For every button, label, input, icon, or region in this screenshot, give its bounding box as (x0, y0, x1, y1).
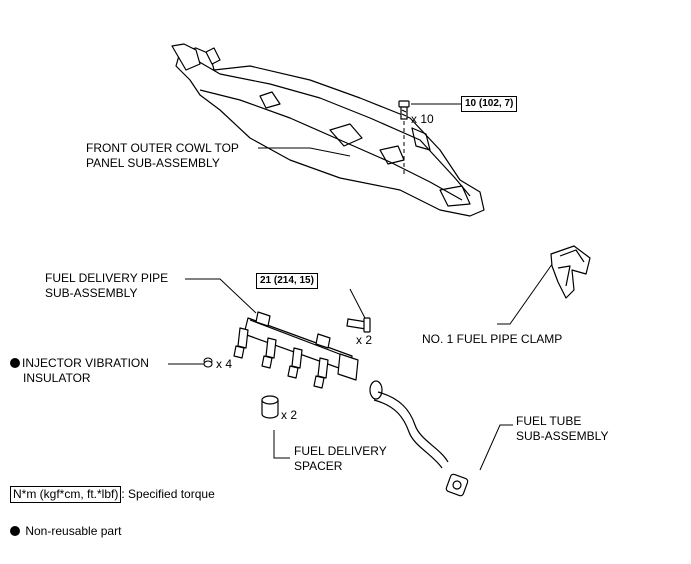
cowl-bolt-drawing (398, 100, 410, 120)
cowl-panel-label-line1: FRONT OUTER COWL TOP (86, 141, 239, 155)
fuel-delivery-spacer-label-line2: SPACER (294, 459, 343, 473)
fuel-delivery-spacer-label-line1: FUEL DELIVERY (294, 444, 387, 458)
injector-insulator-label-line2: INSULATOR (23, 371, 91, 385)
injector-insulator-label: INJECTOR VIBRATION INSULATOR (10, 356, 149, 386)
fuel-delivery-spacer-label: FUEL DELIVERY SPACER (294, 444, 387, 474)
spacer-drawing (261, 395, 279, 419)
non-reusable-legend-icon (10, 526, 20, 536)
injector-insulator-label-line1: INJECTOR VIBRATION (22, 356, 149, 370)
non-reusable-legend-text: Non-reusable part (25, 524, 122, 538)
fuel-delivery-pipe-label-line2: SUB-ASSEMBLY (45, 286, 138, 300)
fuel-tube-label-line2: SUB-ASSEMBLY (516, 429, 609, 443)
cowl-panel-label: FRONT OUTER COWL TOP PANEL SUB-ASSEMBLY (86, 141, 239, 171)
fuel-tube-drawing (373, 391, 469, 497)
cowl-panel-label-line2: PANEL SUB-ASSEMBLY (86, 156, 220, 170)
pipe-bolt-quantity: x 2 (356, 333, 373, 347)
cowl-panel-drawing (171, 43, 485, 217)
fuel-delivery-pipe-drawing (233, 311, 383, 400)
fuel-pipe-clamp-drawing (550, 245, 591, 299)
non-reusable-legend: Non-reusable part (10, 524, 121, 539)
fuel-delivery-pipe-label-line1: FUEL DELIVERY PIPE (45, 271, 169, 285)
cowl-bolt-quantity: x 10 (411, 112, 434, 126)
non-reusable-marker-icon (10, 358, 20, 368)
torque-legend-text: : Specified torque (121, 487, 215, 501)
pipe-bolt-drawing (346, 317, 371, 333)
spacer-quantity: x 2 (281, 408, 298, 422)
fuel-tube-label: FUEL TUBE SUB-ASSEMBLY (516, 414, 608, 444)
insulator-drawing (203, 357, 213, 368)
torque-legend: N*m (kgf*cm, ft.*lbf): Specified torque (10, 486, 215, 503)
insulator-quantity: x 4 (216, 357, 233, 371)
fuel-tube-label-line1: FUEL TUBE (516, 414, 582, 428)
torque-legend-unit: N*m (kgf*cm, ft.*lbf) (10, 486, 122, 503)
cowl-bolt-torque: 10 (102, 7) (461, 96, 518, 112)
pipe-bolt-torque: 21 (214, 15) (256, 273, 318, 289)
fuel-delivery-pipe-label: FUEL DELIVERY PIPE SUB-ASSEMBLY (45, 271, 168, 301)
leader-lines (168, 103, 556, 471)
fuel-pipe-clamp-label: NO. 1 FUEL PIPE CLAMP (422, 332, 563, 346)
